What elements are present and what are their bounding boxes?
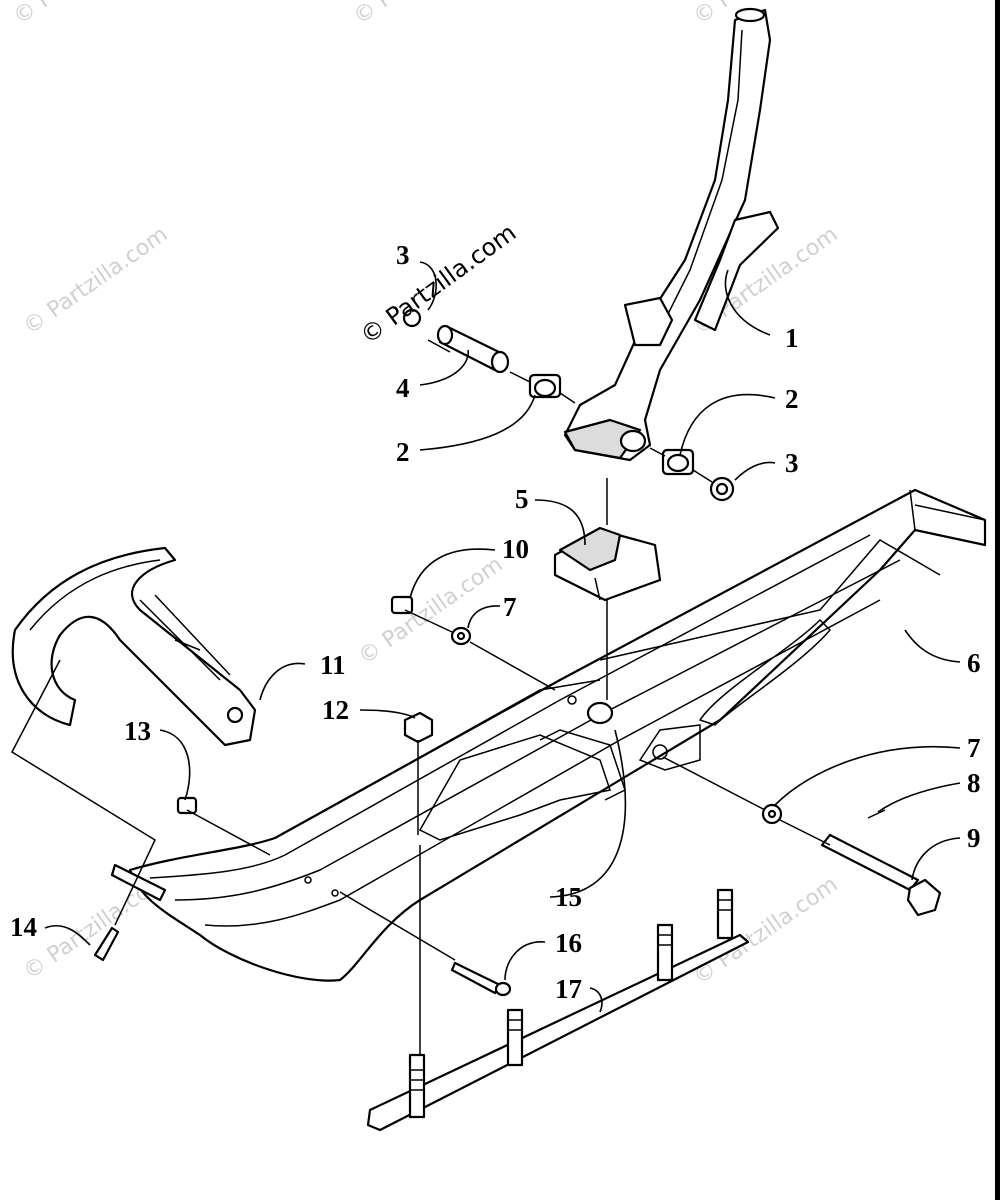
callout-10: 10 [502,534,529,564]
locknut-part-13 [176,796,198,815]
watermark-text: © Partzilla.com [689,872,842,990]
callout-12: 12 [322,695,349,725]
watermark-text: © Partzilla.com [349,0,502,30]
watermark-text: © Partzilla.com [19,222,172,340]
screw-part-14 [93,926,120,962]
callout-8: 8 [967,768,981,798]
callout-1: 1 [785,323,799,353]
callout-2: 2 [785,384,799,414]
callout-13: 13 [124,716,151,746]
callout-4: 4 [396,373,410,403]
callout-3: 3 [396,240,410,270]
ski-part-6 [128,488,987,982]
saddle-part-5 [553,526,662,602]
leader-lines [44,261,961,1013]
fasteners [93,595,942,997]
callout-labels: 1 2 2 3 3 4 5 6 7 7 8 9 10 11 12 13 14 1… [10,240,981,1004]
handle-part-11 [11,546,257,747]
callout-7: 7 [967,733,981,763]
watermark-text: © Partzilla.com [354,552,507,670]
assembly-lines [11,339,831,1055]
callout-16: 16 [555,928,582,958]
nut-part-12 [403,711,434,744]
bolt-part-9 [820,833,920,892]
bushing-part-15 [586,701,614,725]
wear-bar-part-17 [366,888,750,1132]
right-edge-border [995,0,1000,1200]
callout-11: 11 [320,650,346,680]
callout-5: 5 [515,484,529,514]
callout-7: 7 [503,592,517,622]
callout-9: 9 [967,823,981,853]
bushings-parts-2-3-4 [402,308,735,502]
screw-part-16 [450,961,502,995]
spindle-part-1 [563,7,780,462]
watermark-text: © Partzilla.com [9,0,162,30]
cotter-pin-part-8 [867,809,886,819]
callout-2: 2 [396,437,410,467]
callout-17: 17 [555,974,582,1004]
locknut-part-10 [390,595,414,615]
callout-3: 3 [785,448,799,478]
callout-6: 6 [967,648,981,678]
callout-14: 14 [10,912,37,942]
callout-15: 15 [555,882,582,912]
